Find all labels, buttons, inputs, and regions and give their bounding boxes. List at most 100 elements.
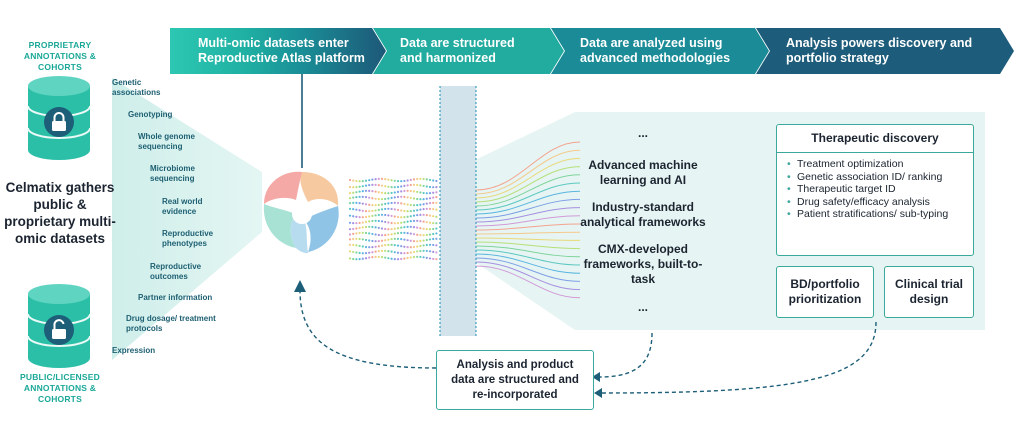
- flow-dot: [377, 255, 380, 258]
- flow-dot: [380, 191, 384, 194]
- flow-dot: [406, 184, 409, 187]
- flow-dot: [403, 184, 406, 188]
- data-type-item: Reproductive outcomes: [150, 262, 202, 281]
- flow-dot: [390, 257, 393, 260]
- flow-dot: [358, 226, 361, 230]
- flow-dot: [422, 244, 425, 247]
- flow-dot: [406, 239, 409, 242]
- flow-dot: [393, 196, 396, 199]
- flow-dot: [422, 227, 425, 230]
- discovery-bullet: Patient stratifications/ sub-typing: [785, 208, 965, 221]
- flow-dot: [384, 207, 387, 211]
- flow-dot: [403, 202, 406, 206]
- flow-dot: [432, 196, 435, 199]
- flow-dot: [384, 197, 387, 201]
- flow-dot: [396, 251, 400, 254]
- flow-dot: [393, 222, 396, 225]
- flow-dot: [419, 233, 422, 237]
- flow-dot: [377, 233, 380, 237]
- flow-dot: [384, 227, 387, 231]
- flow-dot: [409, 232, 412, 235]
- analysis-line: [475, 253, 581, 274]
- analysis-line: [475, 245, 581, 258]
- flow-dot: [364, 238, 368, 242]
- flow-dot: [377, 177, 380, 180]
- flow-dot: [432, 243, 435, 247]
- flow-dot: [361, 179, 364, 183]
- flow-dot: [432, 186, 435, 189]
- flow-dot: [393, 237, 396, 240]
- flow-dot: [355, 215, 358, 218]
- flow-dot: [387, 249, 390, 253]
- flow-dot: [358, 258, 361, 261]
- flow-dot: [355, 222, 358, 225]
- flow-dot: [364, 245, 368, 249]
- flow-dot: [432, 250, 435, 253]
- flow-dot: [387, 228, 390, 231]
- flow-dot: [384, 178, 387, 181]
- flow-dot: [400, 257, 403, 261]
- flow-dot: [377, 213, 380, 217]
- analysis-line: [475, 207, 581, 223]
- flow-dot: [419, 239, 422, 243]
- flow-dot: [352, 201, 355, 204]
- flow-dot: [390, 186, 393, 189]
- flow-dot: [435, 258, 438, 261]
- flow-dot: [390, 221, 393, 225]
- flow-dot: [348, 214, 352, 217]
- flow-dot: [387, 238, 390, 241]
- flow-dot: [364, 184, 368, 187]
- flow-dot: [364, 189, 368, 192]
- flow-dot: [428, 257, 432, 260]
- flow-dot: [425, 256, 428, 259]
- flow-dot: [380, 255, 384, 259]
- data-type-item: Genotyping: [128, 110, 173, 119]
- flow-dot: [352, 191, 355, 194]
- flow-dot: [374, 240, 377, 243]
- flow-dot: [348, 185, 352, 189]
- flow-dot: [364, 179, 368, 182]
- flow-dot: [380, 203, 384, 206]
- flow-dot: [406, 220, 409, 223]
- flow-dot: [400, 251, 403, 255]
- flow-dot: [387, 214, 390, 217]
- flow-dot: [352, 179, 355, 182]
- flow-dot: [374, 214, 377, 217]
- data-type-item: Drug dosage/ treatment protocols: [126, 314, 216, 333]
- flow-dot: [377, 208, 380, 212]
- flow-dot: [352, 237, 355, 241]
- flow-dot: [384, 244, 387, 247]
- flow-dot: [425, 185, 428, 188]
- flow-dot: [348, 257, 352, 260]
- flow-dot: [432, 227, 435, 231]
- flow-dot: [358, 221, 361, 225]
- flow-dot: [380, 249, 384, 252]
- flow-dot: [403, 226, 406, 229]
- flow-dot: [412, 255, 416, 259]
- flow-dot: [428, 238, 432, 241]
- flow-dot: [400, 226, 403, 229]
- flow-dot: [400, 209, 403, 212]
- flow-dot: [384, 213, 387, 217]
- flow-dot: [393, 191, 396, 194]
- flow-dot: [400, 195, 403, 198]
- analysis-line: [475, 265, 581, 299]
- flow-dot: [371, 232, 374, 236]
- flow-dot: [374, 204, 377, 207]
- flow-dot: [425, 192, 428, 195]
- flow-dot: [358, 251, 361, 255]
- flow-dot: [374, 209, 377, 212]
- flow-dot: [409, 256, 412, 259]
- flow-dot: [416, 245, 419, 248]
- flow-dot: [387, 257, 390, 260]
- flow-dot: [358, 190, 361, 193]
- flow-dot: [368, 210, 371, 213]
- methods-ellipsis-top: ...: [637, 126, 648, 140]
- flow-dot: [393, 227, 396, 230]
- flow-dot: [400, 190, 403, 193]
- flow-dot: [355, 185, 358, 189]
- reincorporation-box: Analysis and product data are structured…: [436, 350, 594, 410]
- flow-dot: [355, 237, 358, 240]
- flow-dot: [377, 184, 380, 187]
- flow-dot: [384, 239, 387, 242]
